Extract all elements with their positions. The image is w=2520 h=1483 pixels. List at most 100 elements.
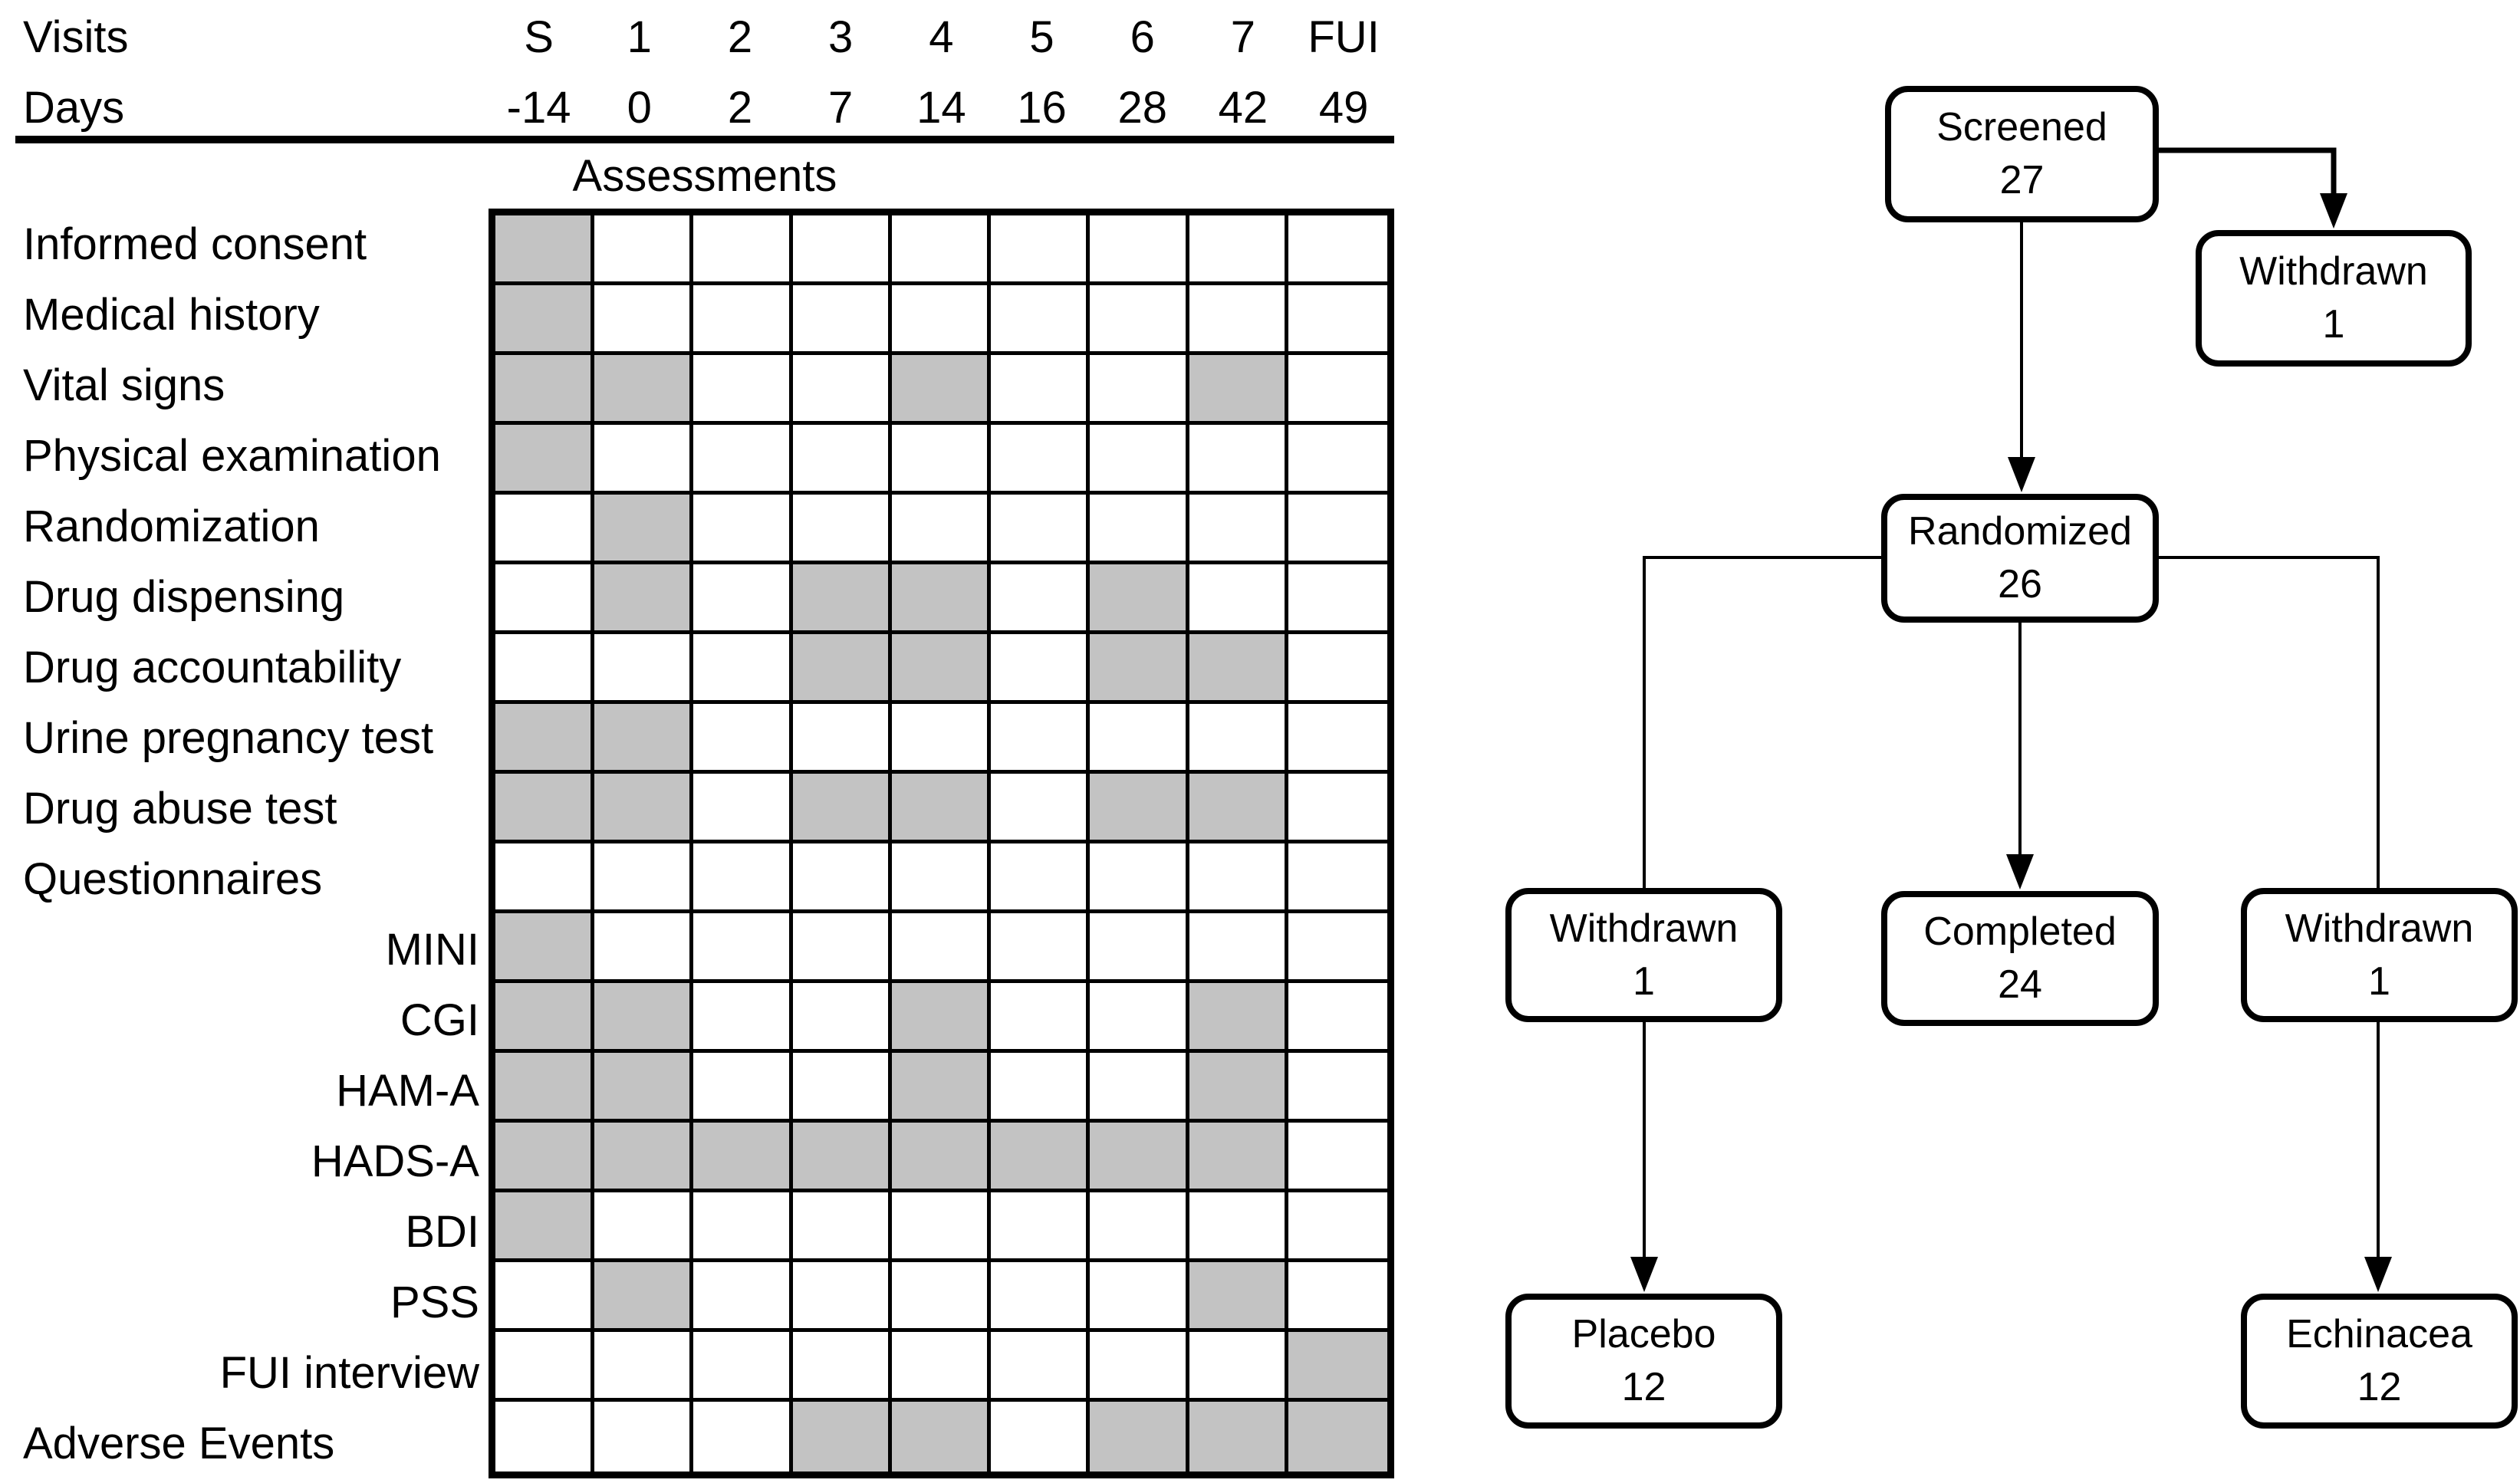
flow-box-withdrawn-echinacea-arm: Withdrawn 1 <box>2241 888 2518 1022</box>
visit-header-cell: 5 <box>1029 12 1054 62</box>
assessment-cell <box>1288 704 1387 774</box>
assessment-cell <box>1090 285 1189 355</box>
assessment-cell <box>495 634 595 704</box>
assessment-cell-shaded <box>1189 1053 1288 1123</box>
assessment-cell-shaded <box>891 774 992 843</box>
assessment-cell <box>991 983 1091 1053</box>
assessment-cell <box>1288 634 1387 704</box>
assessment-cell <box>991 704 1091 774</box>
assessment-cell-shaded <box>1189 1262 1288 1332</box>
visit-header-cell: 6 <box>1130 12 1155 62</box>
day-header-cell: 49 <box>1318 82 1369 133</box>
flow-box-label: Placebo <box>1571 1312 1716 1357</box>
assessment-cell <box>495 843 595 913</box>
assessment-cell <box>891 704 992 774</box>
assessment-cell-shaded <box>792 774 892 843</box>
flow-box-value: 12 <box>1621 1365 1666 1409</box>
assessment-cell <box>495 1262 595 1332</box>
assessment-cell <box>792 1262 892 1332</box>
assessment-cell <box>792 495 892 564</box>
flow-box-label: Screened <box>1936 105 2107 150</box>
flow-box-value: 1 <box>1633 959 1655 1004</box>
assessment-cell <box>1189 1192 1288 1262</box>
assessment-cell <box>1189 843 1288 913</box>
assessment-cell <box>594 913 694 983</box>
assessment-cell-shaded <box>891 634 992 704</box>
day-header-cell: 7 <box>828 82 854 133</box>
assessment-cell-shaded <box>495 1123 595 1192</box>
flow-box-value: 26 <box>1998 562 2042 607</box>
assessment-cell <box>991 843 1091 913</box>
arrowhead-completed <box>2006 854 2034 889</box>
assessment-cell <box>693 1262 793 1332</box>
assessment-cell <box>792 425 892 495</box>
assessment-cell <box>693 983 793 1053</box>
assessment-cell-shaded <box>594 1053 694 1123</box>
flow-box-value: 27 <box>1999 158 2045 202</box>
assessment-cell <box>991 913 1091 983</box>
assessment-cell-shaded <box>495 913 595 983</box>
visit-header-cell: 2 <box>727 12 753 62</box>
assessment-cell <box>495 564 595 634</box>
assessment-cell <box>891 285 992 355</box>
assessment-cell-shaded <box>594 774 694 843</box>
assessment-cell <box>1288 564 1387 634</box>
assessment-cell <box>495 1332 595 1402</box>
flow-box-label: Completed <box>1923 909 2117 955</box>
assessment-cell <box>693 913 793 983</box>
assessment-cell <box>1090 1192 1189 1262</box>
row-label: MINI <box>385 924 479 975</box>
assessment-cell-shaded <box>594 1262 694 1332</box>
assessment-cell <box>1090 913 1189 983</box>
assessment-cell <box>594 634 694 704</box>
assessment-cell <box>1288 425 1387 495</box>
flow-box-label: Randomized <box>1908 509 2132 554</box>
flow-box-label: Withdrawn <box>1549 906 1739 951</box>
visit-header-cell: 4 <box>929 12 954 62</box>
flow-box-label: Withdrawn <box>2285 906 2474 951</box>
flow-box-value: 24 <box>1998 962 2042 1007</box>
assessment-cell <box>1288 1192 1387 1262</box>
assessment-cell-shaded <box>1189 634 1288 704</box>
assessment-cell <box>1090 495 1189 564</box>
days-label: Days <box>23 82 125 133</box>
assessment-cell <box>991 355 1091 425</box>
visit-header-cell: 3 <box>828 12 854 62</box>
assessment-cell <box>1189 704 1288 774</box>
assessment-cell <box>1189 215 1288 285</box>
assessment-cell-shaded <box>891 1053 992 1123</box>
assessment-cell <box>693 495 793 564</box>
assessment-cell-shaded <box>594 983 694 1053</box>
assessment-cell <box>1288 355 1387 425</box>
flow-box-echinacea: Echinacea 12 <box>2241 1294 2518 1429</box>
assessment-cell <box>495 495 595 564</box>
assessment-cell-shaded <box>1090 1402 1189 1471</box>
visit-header-cell: FUI <box>1308 12 1380 62</box>
connector-randomized-to-withdrawn-right <box>2156 556 2380 888</box>
assessment-cell <box>792 355 892 425</box>
assessment-cell <box>1189 285 1288 355</box>
assessment-cell-shaded <box>594 495 694 564</box>
row-label: Informed consent <box>23 219 367 269</box>
assessment-cell <box>594 1402 694 1471</box>
assessment-cell-shaded <box>693 1123 793 1192</box>
assessment-cell <box>792 285 892 355</box>
assessment-cell-shaded <box>495 1192 595 1262</box>
row-label: CGI <box>400 995 479 1045</box>
assessment-cell-shaded <box>594 704 694 774</box>
day-header-cell: -14 <box>506 82 571 133</box>
arrowhead-placebo <box>1630 1257 1658 1292</box>
assessment-cell <box>693 1332 793 1402</box>
row-label: Drug dispensing <box>23 571 345 622</box>
assessment-cell <box>1090 215 1189 285</box>
assessment-cell <box>991 1332 1091 1402</box>
assessment-cell <box>495 1402 595 1471</box>
assessment-cell <box>991 425 1091 495</box>
assessment-cell <box>1090 983 1189 1053</box>
arrowhead-randomized <box>2008 457 2035 492</box>
assessment-cell <box>1090 704 1189 774</box>
assessment-cell <box>991 1262 1091 1332</box>
